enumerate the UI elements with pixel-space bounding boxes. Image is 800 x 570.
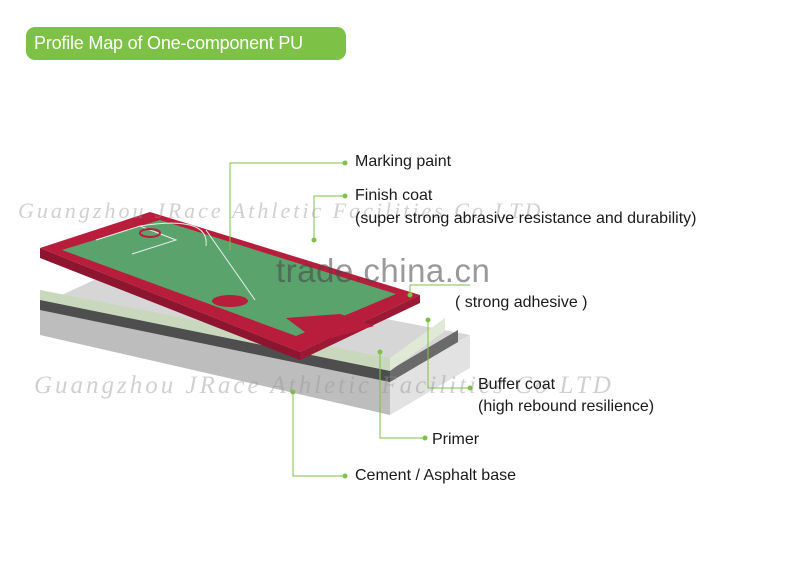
label-marking-paint: Marking paint xyxy=(355,153,452,170)
leader-buffer-coat xyxy=(427,320,470,389)
leader-adhesive xyxy=(409,284,470,295)
title-badge: Profile Map of One-component PU xyxy=(26,27,346,60)
leader-primer xyxy=(379,352,425,439)
dot-primer-surface xyxy=(377,349,383,355)
label-buffer-coat: Buffer coat xyxy=(478,376,556,393)
court-center-circle xyxy=(212,295,248,307)
dot-buffer-coat xyxy=(467,385,473,391)
base-layer-front xyxy=(40,305,390,415)
dot-marking-paint xyxy=(342,160,348,166)
dot-finish-coat-surface xyxy=(311,237,317,243)
court-line-half xyxy=(205,229,256,301)
dot-adhesive-surface xyxy=(407,292,413,298)
dot-primer xyxy=(422,435,428,441)
label-finish-coat-desc: (super strong abrasive resistance and du… xyxy=(355,210,697,227)
label-primer: Primer xyxy=(432,431,480,448)
leader-finish-coat xyxy=(313,195,345,240)
primer-layer-side xyxy=(390,330,458,382)
dot-finish-coat xyxy=(342,193,348,199)
court-small-circle xyxy=(139,228,161,238)
label-adhesive-desc: ( strong adhesive ) xyxy=(455,294,588,311)
court-front-edge xyxy=(40,248,300,360)
dot-base xyxy=(342,473,348,479)
label-buffer-coat-desc: (high rebound resilience) xyxy=(478,398,655,415)
court-surface-inner xyxy=(62,220,396,336)
leader-base xyxy=(292,392,345,477)
label-base: Cement / Asphalt base xyxy=(355,467,516,484)
court-line-key xyxy=(95,225,178,255)
primer-layer-front xyxy=(40,298,390,382)
label-finish-coat: Finish coat xyxy=(355,187,433,204)
leader-marking-paint xyxy=(229,162,345,250)
base-layer-side xyxy=(390,335,470,415)
court-red-key xyxy=(286,314,374,342)
dot-buffer-surface xyxy=(425,317,431,323)
watermark-trade: trade.china.cn xyxy=(276,252,491,289)
dot-base-surface xyxy=(290,389,296,395)
buffer-layer-side xyxy=(390,318,445,371)
court-line-arc xyxy=(139,222,207,247)
